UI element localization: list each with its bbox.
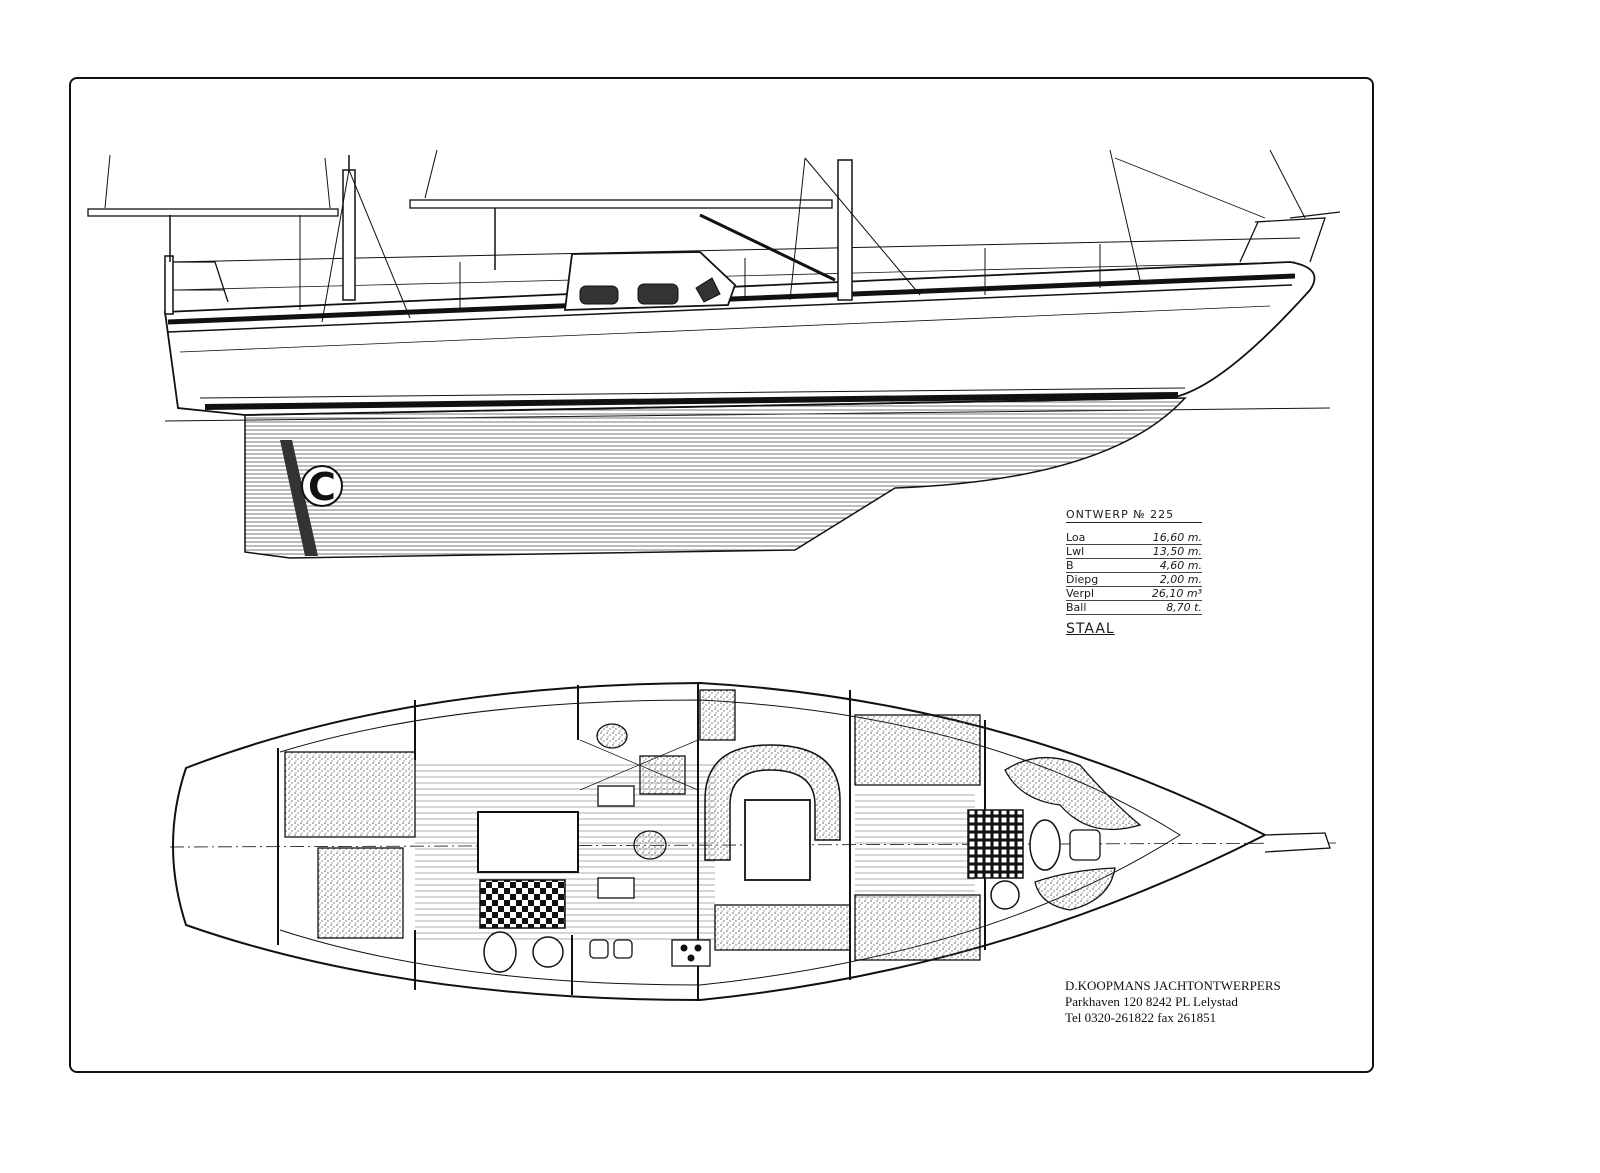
spec-row-lwl: Lwl 13,50 m.	[1066, 545, 1202, 559]
deckhouse-window	[579, 285, 619, 305]
plan-view	[169, 681, 1341, 1002]
drawing-frame	[69, 77, 1374, 1073]
spec-label: Verpl	[1066, 587, 1094, 600]
profile-view: C	[87, 149, 1341, 559]
toilet	[483, 931, 517, 973]
hull-underwater	[244, 397, 1187, 559]
spec-label: Ball	[1066, 601, 1087, 614]
shower-grate	[967, 809, 1024, 879]
stove	[671, 939, 711, 967]
saloon-table	[744, 799, 811, 881]
aft-berth	[284, 751, 416, 838]
toilet	[1029, 819, 1061, 871]
deckhouse-window	[695, 277, 721, 303]
spec-value: 2,00 m.	[1159, 573, 1202, 586]
forward-berth	[854, 894, 981, 961]
main-boom	[409, 199, 833, 209]
rudder	[280, 440, 318, 556]
spec-row-loa: Loa 16,60 m.	[1066, 531, 1202, 545]
keel-logo: C	[301, 465, 343, 509]
spec-value: 4,60 m.	[1159, 559, 1202, 572]
spec-row-beam: B 4,60 m.	[1066, 559, 1202, 573]
spec-row-displacement: Verpl 26,10 m³	[1066, 587, 1202, 601]
specifications-table: ONTWERP № 225 Loa 16,60 m. Lwl 13,50 m. …	[1066, 508, 1202, 637]
spec-label: Diepg	[1066, 573, 1099, 586]
designer-phone: Tel 0320-261822 fax 261851	[1065, 1010, 1217, 1025]
spec-value: 13,50 m.	[1152, 545, 1202, 558]
deckhouse-window	[637, 283, 679, 305]
design-number: ONTWERP № 225	[1066, 508, 1202, 523]
designer-address: Parkhaven 120 8242 PL Lelystad	[1065, 994, 1238, 1009]
mizzen-mast	[342, 169, 356, 301]
washbasin	[532, 936, 564, 968]
main-mast	[837, 159, 853, 301]
sink	[613, 939, 633, 959]
engine-hatch	[479, 879, 566, 929]
designer-name: D.KOOPMANS JACHTONTWERPERS	[1065, 978, 1281, 993]
designer-info: D.KOOPMANS JACHTONTWERPERS Parkhaven 120…	[1065, 978, 1281, 1026]
aft-berth	[317, 847, 404, 939]
sail-bag	[1004, 756, 1142, 831]
bowsprit	[1264, 832, 1331, 853]
chart-table	[477, 811, 579, 873]
spec-value: 26,10 m³	[1151, 587, 1202, 600]
sail-bag	[1034, 867, 1116, 911]
forward-berth	[854, 714, 981, 786]
keel-logo-letter: C	[308, 465, 336, 509]
hull-material: STAAL	[1066, 621, 1115, 637]
spec-value: 16,60 m.	[1152, 531, 1202, 544]
spec-value: 8,70 t.	[1166, 601, 1202, 614]
sheer-stripe	[167, 273, 1296, 325]
sink	[589, 939, 609, 959]
boot-stripe	[204, 392, 1179, 410]
spec-row-ballast: Ball 8,70 t.	[1066, 601, 1202, 615]
spec-label: Loa	[1066, 531, 1086, 544]
spec-label: B	[1066, 559, 1074, 572]
saloon-settee	[704, 744, 841, 861]
washbasin	[990, 880, 1020, 910]
saloon-settee	[714, 904, 851, 951]
spec-label: Lwl	[1066, 545, 1085, 558]
spec-row-draft: Diepg 2,00 m.	[1066, 573, 1202, 587]
mizzen-boom	[87, 208, 339, 217]
